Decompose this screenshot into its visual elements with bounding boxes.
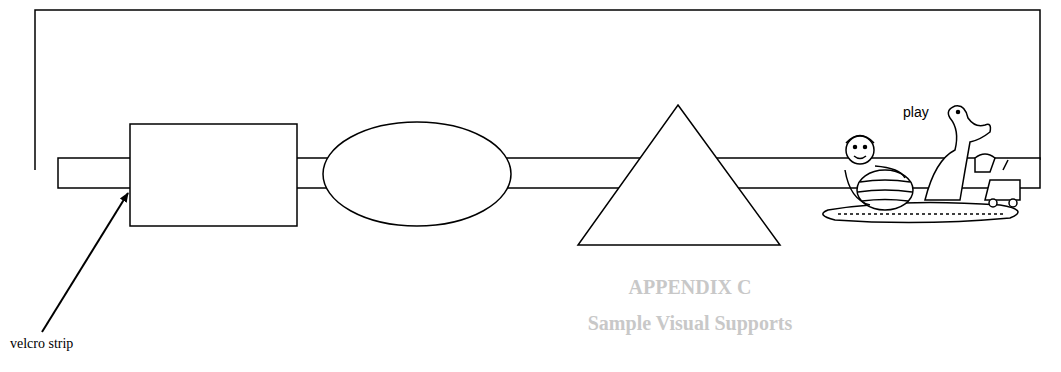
watermark: Sample Visual Supports [588,312,793,335]
part-label: velcro strip [10,336,73,352]
rectangle-card [130,124,297,226]
leader-arrow [42,193,128,332]
triangle-card [578,105,780,245]
play-picture [823,106,1020,223]
watermark: APPENDIX C [629,276,752,299]
ellipse-card [323,122,511,226]
picture-label: play [903,104,929,120]
